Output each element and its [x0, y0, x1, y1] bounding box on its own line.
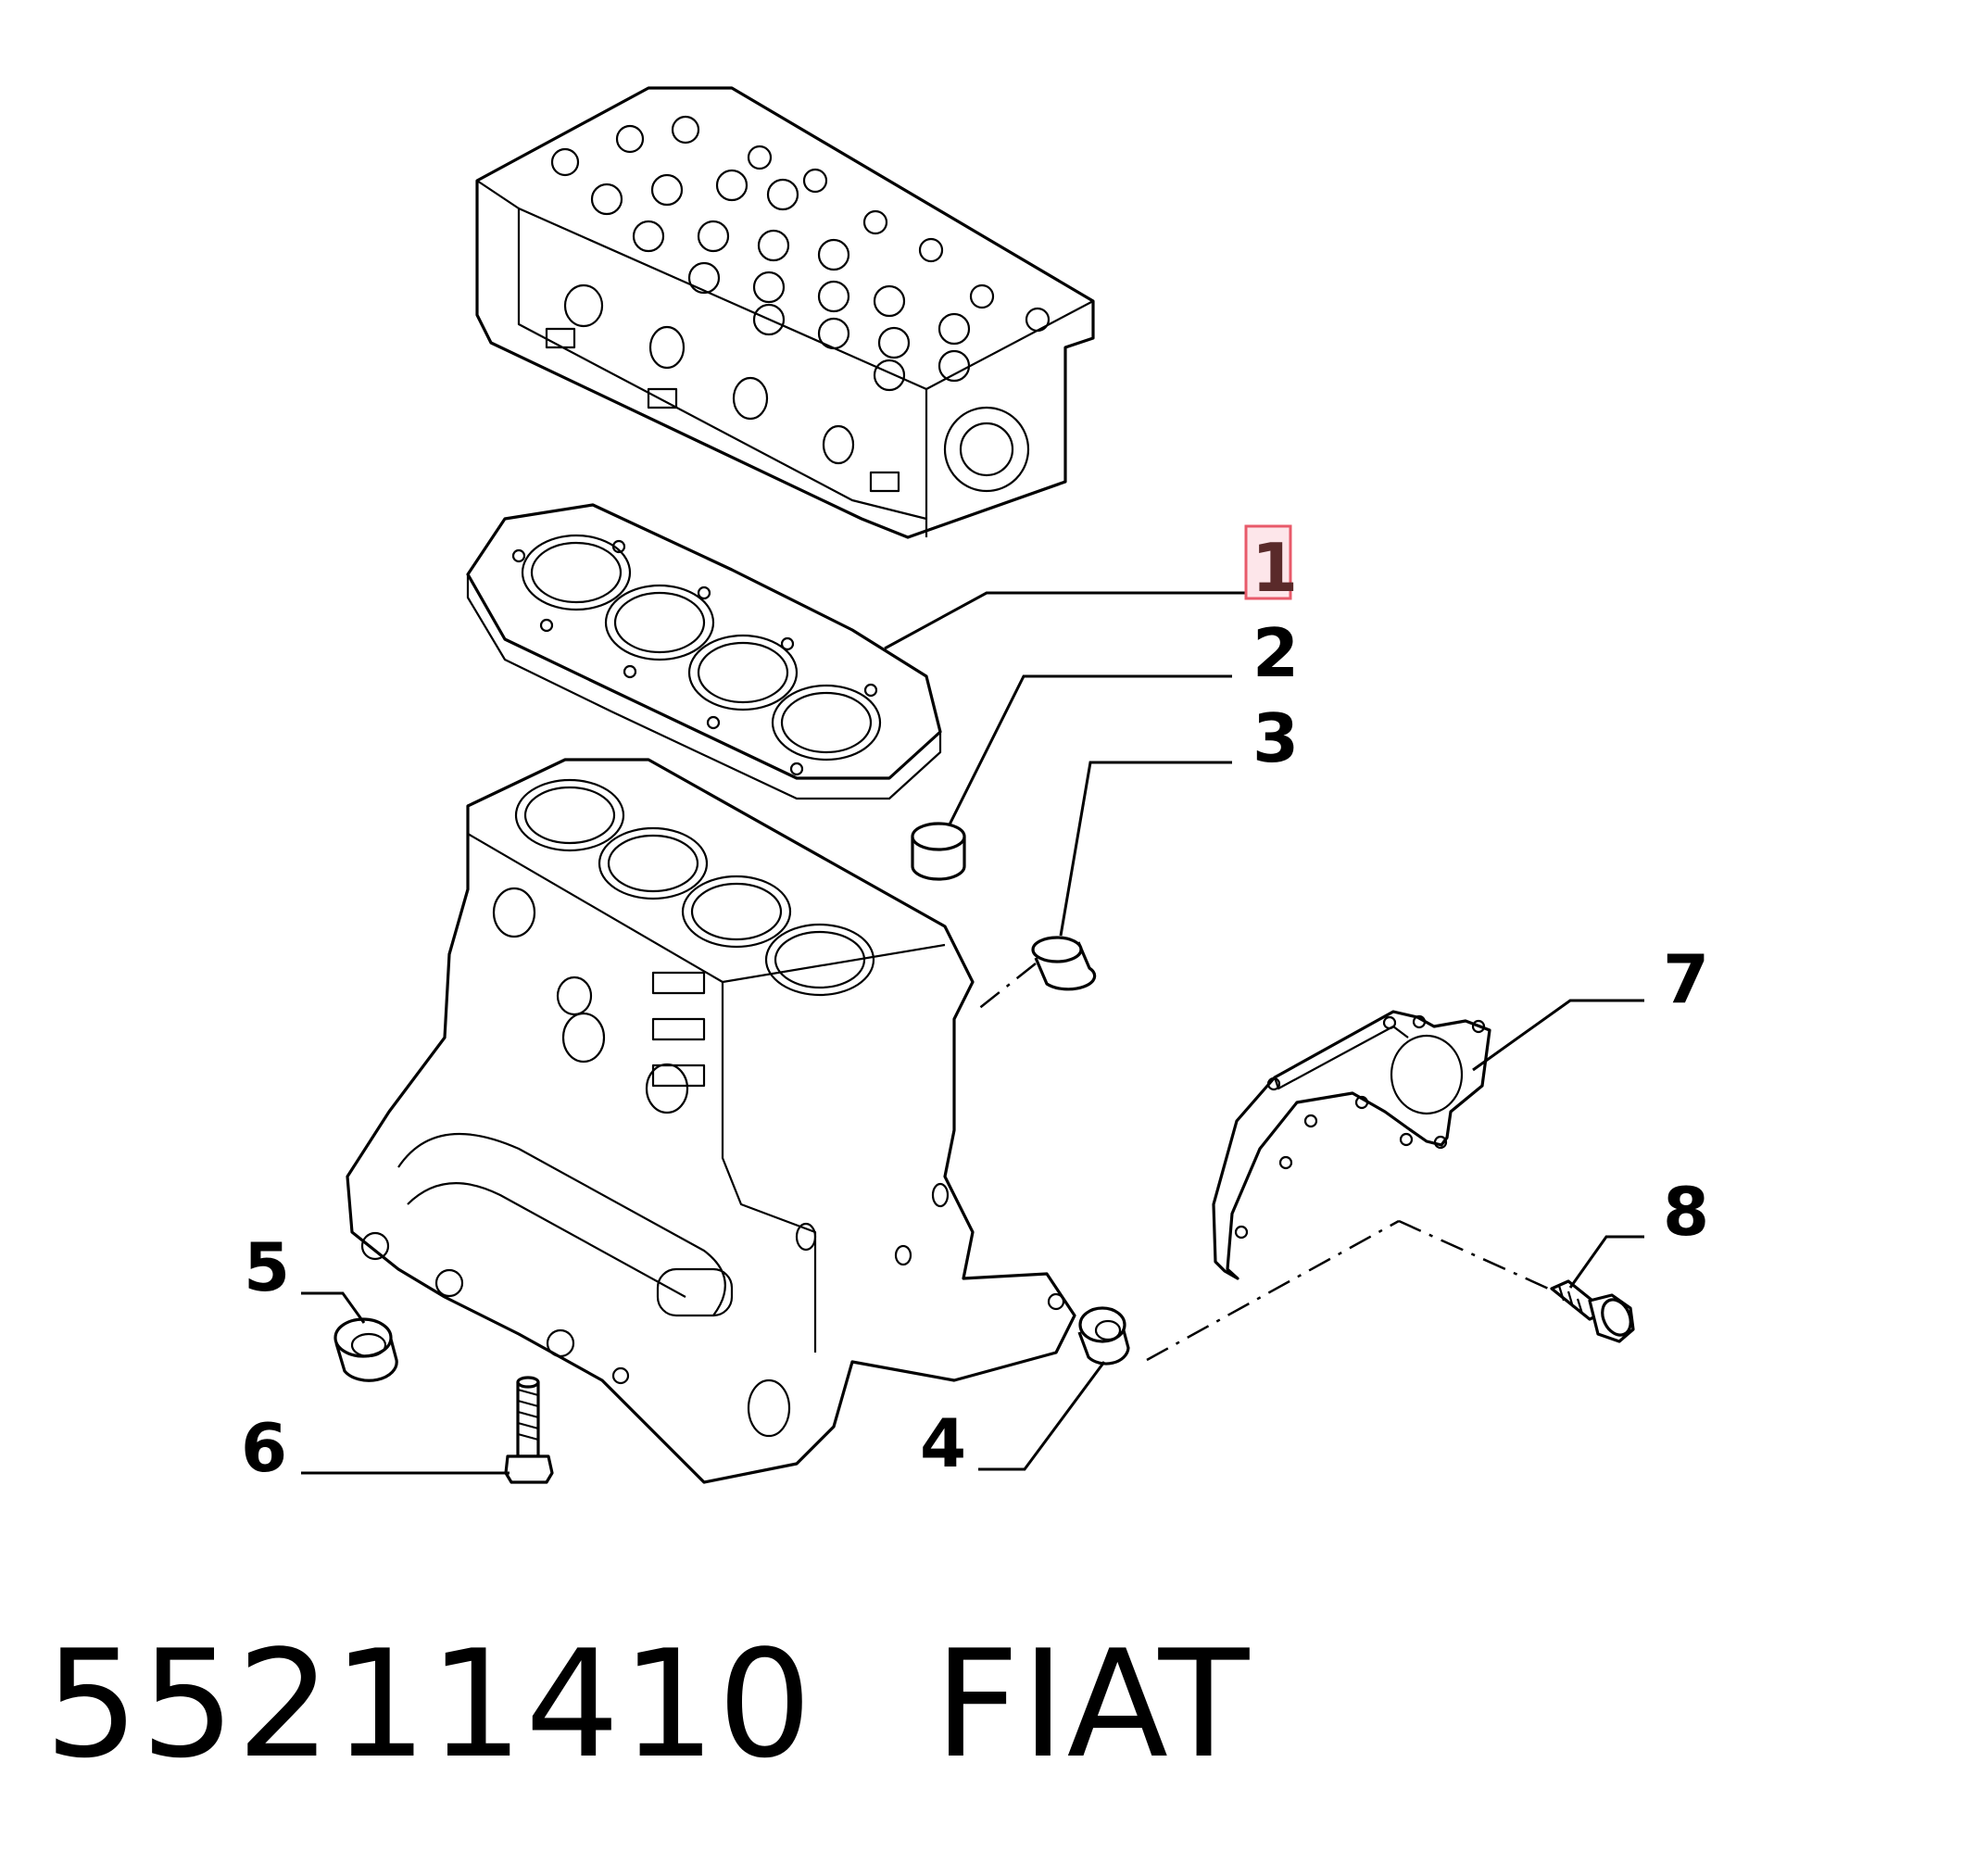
dowel-sleeve-4 [1077, 1306, 1130, 1366]
part-number: 55211410 [44, 1618, 814, 1791]
exploded-parts-diagram: 1 2 3 4 5 6 7 8 [241, 86, 1709, 1487]
dowel-plug-3 [1031, 936, 1097, 991]
callout-1[interactable]: 1 [1252, 529, 1298, 607]
callout-6[interactable]: 6 [241, 1409, 287, 1487]
brand-name: FIAT [934, 1618, 1252, 1791]
rear-plate [1212, 1010, 1491, 1280]
callout-1-highlight [1244, 524, 1292, 600]
bolt-8 [1550, 1279, 1635, 1343]
callout-2[interactable]: 2 [1252, 614, 1299, 692]
callout-3[interactable]: 3 [1252, 699, 1299, 777]
leader-lines [301, 591, 1644, 1475]
callout-8[interactable]: 8 [1663, 1173, 1709, 1251]
assembly-lines [976, 963, 1554, 1362]
stud-bolt-6 [504, 1376, 554, 1484]
callout-7[interactable]: 7 [1663, 940, 1709, 1018]
cylinder-head [475, 86, 1095, 539]
head-gasket [466, 503, 942, 800]
engine-block [346, 758, 1076, 1484]
callout-4[interactable]: 4 [920, 1404, 966, 1482]
dowel-sleeve-2 [911, 822, 966, 881]
callout-5[interactable]: 5 [244, 1228, 290, 1306]
dowel-sleeve-5 [333, 1317, 398, 1382]
